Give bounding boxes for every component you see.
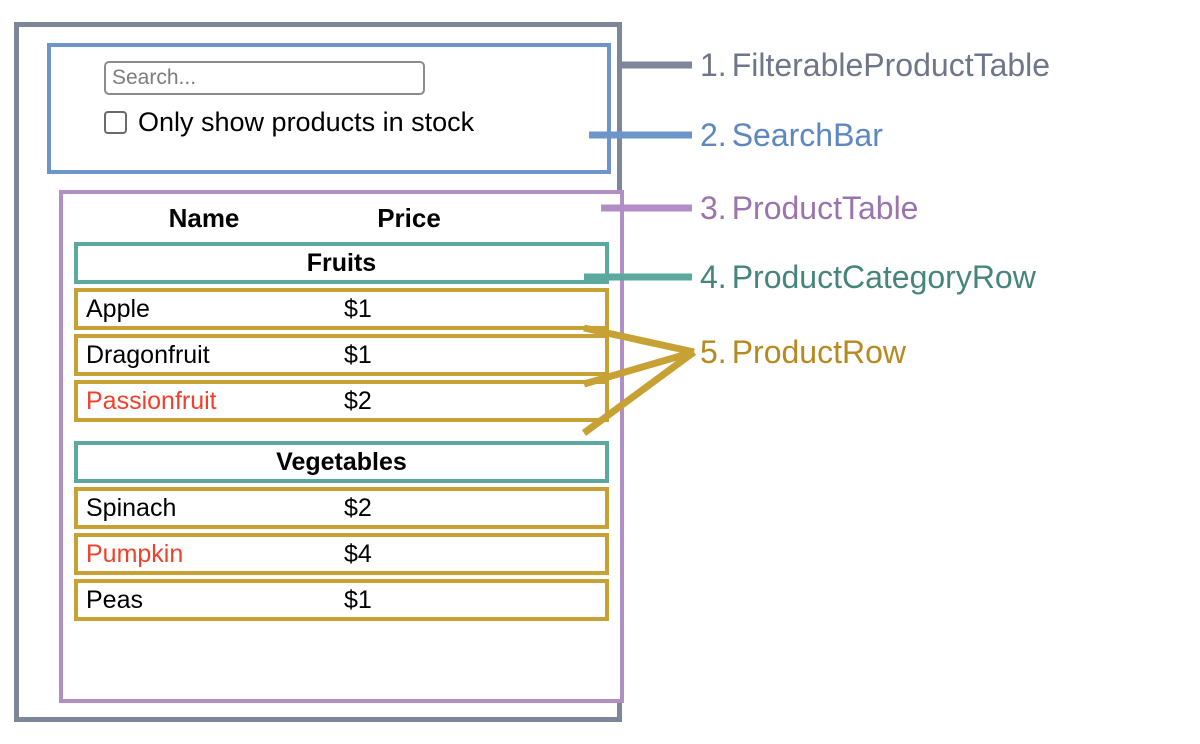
table-header-row: Name Price bbox=[63, 194, 620, 242]
product-rows-container: Fruits Apple $1 Dragonfruit $1 Passionfr… bbox=[63, 242, 620, 621]
product-name: Dragonfruit bbox=[86, 340, 210, 369]
in-stock-checkbox-label: Only show products in stock bbox=[138, 107, 475, 137]
product-category-row: Vegetables bbox=[74, 441, 609, 483]
product-category-label: Vegetables bbox=[276, 447, 407, 476]
product-price: $2 bbox=[344, 386, 372, 415]
legend-item-filterableproducttable: 1.FilterableProductTable bbox=[700, 49, 1050, 81]
legend-item-producttable: 3.ProductTable bbox=[700, 192, 918, 224]
legend-item-searchbar: 2.SearchBar bbox=[700, 119, 883, 151]
legend-label: SearchBar bbox=[731, 117, 883, 153]
in-stock-filter[interactable]: Only show products in stock bbox=[104, 109, 607, 136]
filterable-product-table: Only show products in stock Name Price F… bbox=[14, 22, 624, 722]
legend-label: FilterableProductTable bbox=[731, 47, 1051, 83]
product-price: $1 bbox=[344, 340, 372, 369]
legend-number: 5. bbox=[700, 334, 727, 370]
legend-number: 2. bbox=[700, 117, 727, 153]
product-price: $1 bbox=[344, 585, 372, 614]
product-table: Name Price Fruits Apple $1 Dragonfruit $… bbox=[59, 190, 624, 703]
product-name: Spinach bbox=[86, 493, 177, 522]
product-price: $1 bbox=[344, 294, 372, 323]
product-row: Dragonfruit $1 bbox=[74, 334, 609, 376]
column-header-price: Price bbox=[377, 202, 441, 233]
product-row: Peas $1 bbox=[74, 579, 609, 621]
legend-number: 3. bbox=[700, 190, 727, 226]
legend-item-productrow: 5.ProductRow bbox=[700, 336, 906, 368]
product-name: Pumpkin bbox=[86, 539, 184, 568]
legend-label: ProductRow bbox=[731, 334, 906, 370]
in-stock-checkbox[interactable] bbox=[104, 111, 127, 134]
product-row: Spinach $2 bbox=[74, 487, 609, 529]
legend-number: 1. bbox=[700, 47, 727, 83]
search-bar: Only show products in stock bbox=[47, 43, 611, 174]
product-name: Passionfruit bbox=[86, 386, 217, 415]
legend-label: ProductCategoryRow bbox=[731, 259, 1036, 295]
product-price: $4 bbox=[344, 539, 372, 568]
product-row: Passionfruit $2 bbox=[74, 380, 609, 422]
column-header-name: Name bbox=[168, 202, 240, 233]
search-input[interactable] bbox=[104, 61, 425, 95]
legend-label: ProductTable bbox=[731, 190, 919, 226]
product-name: Peas bbox=[86, 585, 143, 614]
legend-number: 4. bbox=[700, 259, 727, 295]
product-category-row: Fruits bbox=[74, 242, 609, 284]
product-row: Pumpkin $4 bbox=[74, 533, 609, 575]
product-category-label: Fruits bbox=[306, 248, 377, 277]
product-name: Apple bbox=[86, 294, 150, 323]
product-price: $2 bbox=[344, 493, 372, 522]
product-row: Apple $1 bbox=[74, 288, 609, 330]
legend-item-productcategoryrow: 4.ProductCategoryRow bbox=[700, 261, 1036, 293]
